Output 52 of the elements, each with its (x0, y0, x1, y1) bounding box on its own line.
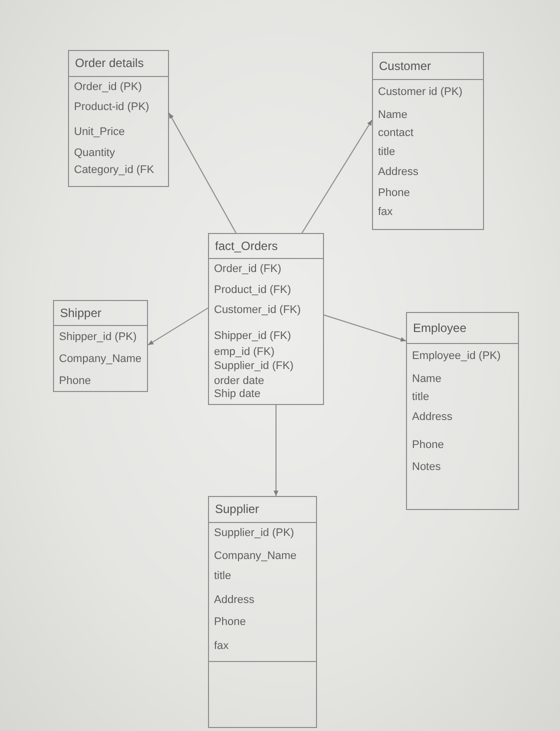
table-box (53, 300, 148, 392)
column-name: Address (378, 166, 418, 179)
connector-arrow (274, 404, 278, 496)
column-name: Company_Name (214, 550, 297, 563)
connector-arrow (148, 308, 208, 346)
column-name: Address (214, 594, 254, 607)
column-name: Address (412, 411, 452, 424)
table-box (68, 50, 169, 187)
column-name: Phone (214, 616, 246, 629)
table-box (208, 496, 317, 728)
connector-arrow (302, 120, 372, 234)
column-name: Customer id (PK) (378, 86, 462, 99)
table-name: Order details (69, 51, 168, 77)
table-name: Supplier (209, 497, 316, 523)
table-box (208, 233, 324, 405)
column-name: Shipper_id (PK) (59, 331, 137, 344)
table-name: Shipper (54, 301, 147, 326)
column-name: Name (378, 109, 408, 122)
column-name: fax (378, 206, 393, 219)
column-name: Phone (378, 187, 410, 200)
table-name: fact_Orders (209, 234, 323, 259)
column-name: Product_id (FK) (214, 284, 292, 297)
column-name: Category_id (FK (74, 164, 154, 177)
column-name: Notes (412, 461, 441, 474)
column-name: Supplier_id (PK) (214, 527, 294, 540)
table-name: Customer (373, 53, 483, 80)
column-name: Quantity (74, 147, 115, 160)
column-name: Shipper_id (FK) (214, 330, 292, 343)
column-name: order date (214, 375, 264, 388)
column-name: Phone (412, 439, 444, 452)
column-name: Unit_Price (74, 126, 125, 139)
column-name: Phone (59, 375, 91, 388)
column-name: Employee_id (PK) (412, 350, 501, 363)
column-name: Order_id (FK) (214, 263, 282, 276)
column-name: Name (412, 373, 442, 386)
column-name: title (214, 570, 232, 583)
column-name: Ship date (214, 388, 260, 401)
column-name: fax (214, 640, 229, 653)
column-name: emp_id (FK) (214, 346, 275, 359)
column-name: Company_Name (59, 353, 142, 366)
column-name: contact (378, 127, 414, 140)
column-name: Product-id (PK) (74, 101, 150, 114)
column-name: Order_id (PK) (74, 81, 142, 94)
connector-arrow (324, 314, 406, 342)
column-name: Supplier_id (FK) (214, 360, 294, 373)
column-name: title (412, 391, 430, 404)
table-box (406, 312, 519, 510)
column-name: Customer_id (FK) (214, 304, 301, 317)
table-name: Employee (407, 313, 518, 344)
table-box (372, 52, 484, 230)
column-name: title (378, 146, 396, 159)
connector-arrow (168, 112, 236, 234)
